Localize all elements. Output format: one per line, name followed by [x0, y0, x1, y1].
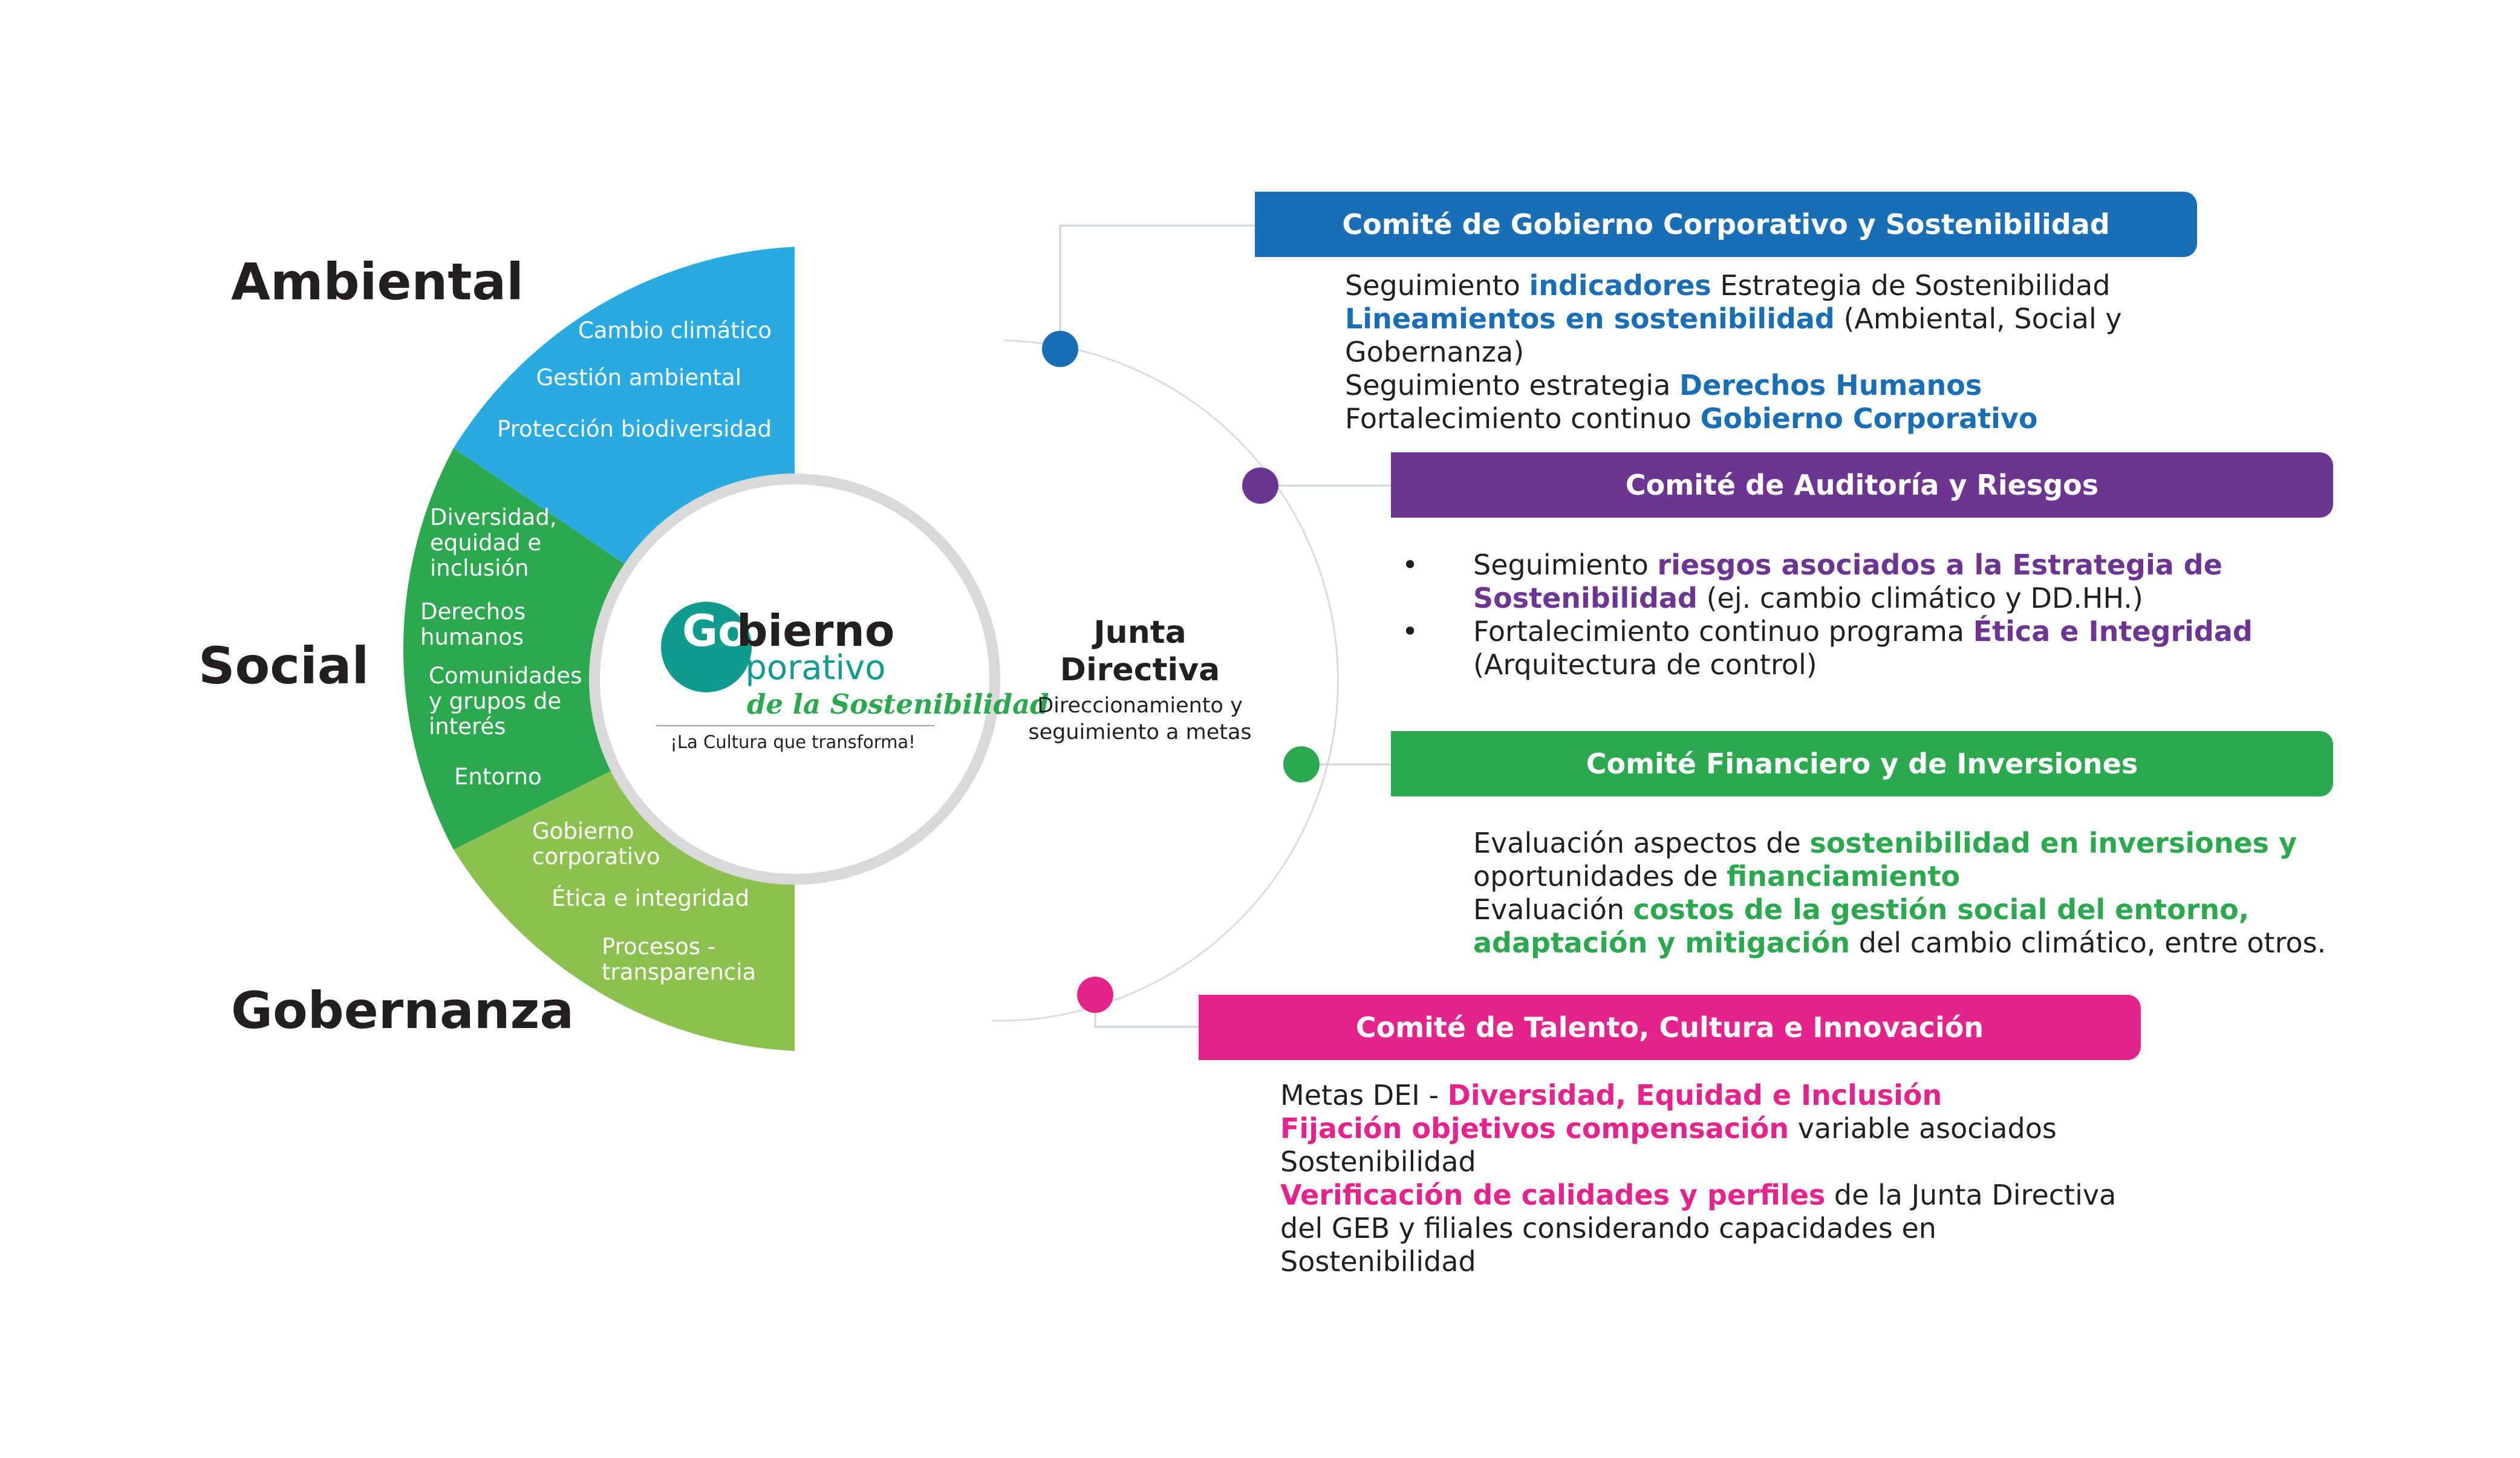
committee-financiero-body: Evaluación aspectos de sostenibilidad en…: [1473, 827, 2326, 960]
item-derechos-humanos: Derechos humanos: [420, 599, 533, 650]
gobierno-line-1: Seguimiento indicadores Estrategia de So…: [1345, 269, 2111, 302]
junta-arc: [991, 339, 1340, 1022]
committee-auditoria-header: Comité de Auditoría y Riesgos: [1391, 452, 2333, 518]
item-cambio-climatico: Cambio climático: [578, 317, 772, 343]
financiero-line-2: oportunidades de financiamiento: [1473, 860, 1961, 893]
item-diversidad: Diversidad, equidad e inclusión: [430, 504, 564, 581]
junta-directiva: Junta Directiva Direccionamiento y segui…: [998, 614, 1282, 746]
gobierno-line-2: Lineamientos en sostenibilidad (Ambienta…: [1345, 302, 2122, 335]
center-disc: [600, 484, 989, 874]
item-procesos-transparencia: Procesos - transparencia: [602, 934, 756, 985]
category-ambiental: Ambiental: [231, 252, 524, 311]
committee-financiero-header: Comité Financiero y de Inversiones: [1391, 731, 2333, 796]
connector-gobierno: [1059, 224, 1255, 349]
bullet: •: [1402, 548, 1419, 581]
node-financiero: [1283, 746, 1320, 783]
junta-sub-line1: Direccionamiento y: [1037, 694, 1243, 718]
category-social: Social: [198, 636, 369, 695]
auditoria-line-3: •Fortalecimiento continuo programa Ética…: [1402, 615, 2253, 648]
node-gobierno: [1042, 331, 1078, 367]
committee-talento-header: Comité de Talento, Cultura e Innovación: [1199, 995, 2141, 1060]
financiero-line-1: Evaluación aspectos de sostenibilidad en…: [1473, 827, 2297, 859]
talento-line-6: Sostenibilidad: [1280, 1245, 1476, 1278]
gobierno-line-5: Fortalecimiento continuo Gobierno Corpor…: [1345, 402, 2038, 435]
financiero-line-4: adaptación y mitigación del cambio climá…: [1473, 926, 2326, 959]
talento-line-1: Metas DEI - Diversidad, Equidad e Inclus…: [1280, 1079, 1942, 1111]
item-gobierno-corporativo: Gobierno corporativo: [532, 818, 660, 870]
item-comunidades: Comunidades y grupos de interés: [429, 663, 589, 740]
item-entorno: Entorno: [454, 764, 542, 790]
talento-line-4: Verificación de calidades y perfiles de …: [1280, 1179, 2117, 1211]
logo-bierno: bierno: [737, 605, 894, 656]
talento-line-3: Sostenibilidad: [1280, 1145, 1476, 1178]
logo-tagline: ¡La Cultura que transforma!: [670, 732, 916, 752]
financiero-line-3: Evaluación costos de la gestión social d…: [1473, 893, 2250, 926]
committee-talento-body: Metas DEI - Diversidad, Equidad e Inclus…: [1280, 1079, 2116, 1278]
item-etica-integridad: Ética e integridad: [552, 885, 749, 911]
junta-title-line2: Directiva: [1060, 652, 1220, 688]
logo-go-circle: [661, 602, 752, 692]
committee-gobierno-body: Seguimiento indicadores Estrategia de So…: [1345, 269, 2122, 435]
committee-auditoria-body: •Seguimiento riesgos asociados a la Estr…: [1402, 548, 2253, 682]
item-proteccion-biodiversidad: Protección biodiversidad: [497, 416, 772, 442]
junta-title-line1: Junta: [1093, 614, 1187, 651]
committee-gobierno-header: Comité de Gobierno Corporativo y Sosteni…: [1255, 192, 2197, 257]
logo: Go bierno Corporativo de la Sostenibilid…: [656, 602, 1049, 752]
talento-line-2: Fijación objetivos compensación variable…: [1280, 1112, 2057, 1145]
bullet: •: [1402, 615, 1419, 648]
logo-corporativo: Corporativo: [687, 648, 885, 688]
auditoria-line-2: Sostenibilidad (ej. cambio climático y D…: [1473, 582, 2143, 614]
gobierno-line-4: Seguimiento estrategia Derechos Humanos: [1345, 369, 1982, 402]
logo-script: de la Sostenibilidad: [747, 688, 1049, 720]
node-talento: [1077, 977, 1113, 1013]
category-gobernanza: Gobernanza: [231, 981, 574, 1040]
node-auditoria: [1242, 467, 1278, 504]
gobierno-line-3: Gobernanza): [1345, 336, 1525, 368]
auditoria-line-4: (Arquitectura de control): [1473, 648, 1817, 681]
auditoria-line-1: •Seguimiento riesgos asociados a la Estr…: [1402, 548, 2222, 581]
logo-go: Go: [682, 605, 748, 656]
item-gestion-ambiental: Gestión ambiental: [536, 365, 741, 391]
talento-line-5: del GEB y filiales considerando capacida…: [1280, 1212, 1936, 1245]
junta-sub-line2: seguimiento a metas: [1028, 720, 1252, 744]
